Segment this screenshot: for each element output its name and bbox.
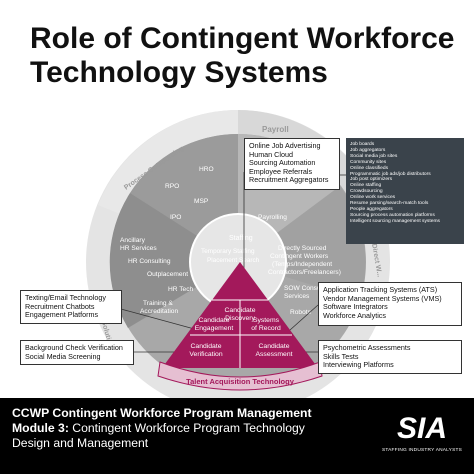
- label-staffing: Staffing: [229, 235, 253, 242]
- sourcing-tools-list: Job boards Job aggregators Social media …: [346, 138, 464, 244]
- label-rpo: RPO: [165, 183, 179, 190]
- label-ipo: IPO: [170, 214, 181, 221]
- tool-item: Crowdsourcing: [350, 189, 383, 195]
- banner-shape: [157, 361, 323, 391]
- label-hr-consulting: HR Consulting: [128, 258, 171, 265]
- module-number: Module 3:: [12, 421, 69, 435]
- callout-item: Online Job Advertising: [249, 141, 321, 150]
- tool-item: Intelligent sourcing management systems: [350, 218, 440, 224]
- course-info: CCWP Contingent Workforce Program Manage…: [12, 406, 372, 451]
- label-direct-4: Contractors/Freelancers): [268, 269, 341, 276]
- pyramid-top-2: Discovery: [225, 315, 255, 322]
- banner-text: Talent Acquisition Technology: [186, 377, 295, 386]
- label-robots: Robots: [290, 309, 312, 316]
- page-title: Role of Contingent Workforce Technology …: [30, 22, 455, 89]
- tool-item: Online staffing: [350, 183, 382, 189]
- pyramid-mid-right-1: Systems: [253, 317, 280, 324]
- callout-item: Background Check Verification: [25, 343, 123, 352]
- callout-item: Sourcing Automation: [249, 158, 316, 168]
- tool-item: Community sites: [350, 159, 387, 165]
- callout-systems-of-record: Application Tracking Systems (ATS) Vendo…: [318, 282, 462, 326]
- label-direct-3: (Temps/Independent: [272, 261, 332, 268]
- callout-item: Interviewing Platforms: [323, 360, 394, 370]
- ring-label-payroll: Payroll: [262, 125, 289, 134]
- label-outplacement: Outplacement: [147, 271, 188, 278]
- label-payrolling: Payrolling: [258, 214, 287, 221]
- pyramid-bottom-left-1: Candidate: [191, 343, 222, 350]
- logo-mark: SIA: [396, 412, 447, 445]
- tool-item: Programmatic job ads/job distributors: [350, 171, 431, 177]
- callout-item: Texting/Email Technology: [25, 293, 106, 302]
- pyramid-bottom-left-2: Verification: [189, 351, 222, 358]
- label-temp-1: Temporary Staffing: [201, 248, 255, 255]
- connector-right-upper: [289, 304, 319, 331]
- module-title: Module 3: Contingent Workforce Program T…: [12, 421, 372, 436]
- callout-item: Vendor Management Systems (VMS): [323, 293, 442, 303]
- course-title: CCWP Contingent Workforce Program Manage…: [12, 406, 312, 420]
- pyramid-bottom-right-2: Assessment: [255, 351, 292, 358]
- pyramid-bottom-right-1: Candidate: [259, 343, 290, 350]
- pyramid-mid-right-2: of Record: [251, 325, 281, 332]
- callout-item: Workforce Analytics: [323, 310, 386, 320]
- tool-item: Online classifieds: [350, 165, 389, 171]
- label-hr-tech: HR Tech: [168, 286, 193, 293]
- label-hro: HRO: [199, 166, 214, 173]
- module-name: Contingent Workforce Program Technology: [68, 421, 305, 435]
- tool-item: Job boards: [350, 142, 375, 147]
- callout-item: Skills Tests: [323, 351, 359, 361]
- label-ancillary-1: Ancillary: [120, 237, 146, 244]
- logo-tagline: STAFFING INDUSTRY ANALYSTS: [381, 448, 462, 453]
- callout-item: Application Tracking Systems (ATS): [323, 285, 438, 294]
- pyramid-mid-left-1: Candidate: [199, 317, 230, 324]
- callout-item: Recruitment Chatbots: [25, 301, 95, 311]
- tool-item: Sourcing process automation platforms: [350, 212, 435, 218]
- callout-item: Human Cloud: [249, 149, 293, 159]
- callout-item: Engagement Platforms: [25, 310, 99, 320]
- callout-item: Employee Referrals: [249, 166, 313, 176]
- label-sow-1: SOW Consulting: [284, 285, 333, 292]
- sia-logo: SIA STAFFING INDUSTRY ANALYSTS: [380, 412, 464, 462]
- tool-item: People aggregators: [350, 206, 393, 212]
- callout-sourcing: Online Job Advertising Human Cloud Sourc…: [244, 138, 340, 190]
- tool-item: Social media job sites: [350, 153, 398, 159]
- callout-verification: Background Check Verification Social Med…: [20, 340, 134, 365]
- tool-item: Online work services: [350, 195, 396, 201]
- label-training-1: Training &: [143, 300, 173, 307]
- tool-item: Job aggregators: [350, 147, 386, 153]
- label-ancillary-2: HR Services: [120, 245, 157, 252]
- callout-item: Social Media Screening: [25, 351, 101, 361]
- connector-left-upper: [120, 308, 199, 331]
- pyramid-mid-left-2: Engagement: [195, 325, 234, 332]
- label-temp-2: Placement Search: [207, 257, 260, 264]
- label-training-2: Accreditation: [140, 308, 178, 315]
- callout-item: Software Integrators: [323, 302, 388, 312]
- label-direct-2: Contingent Workers: [270, 253, 329, 260]
- label-msp: MSP: [194, 198, 209, 205]
- callout-assessment: Psychometric Assessments Skills Tests In…: [318, 340, 462, 374]
- pyramid-top-1: Candidate: [225, 307, 256, 314]
- tool-item: Resume parsing/search-match tools: [350, 201, 429, 207]
- callout-engagement: Texting/Email Technology Recruitment Cha…: [20, 290, 122, 324]
- label-direct-1: Directly Sourced: [278, 245, 327, 252]
- callout-item: Recruitment Aggregators: [249, 175, 329, 185]
- module-subtitle: Design and Management: [12, 436, 149, 450]
- tool-item: Job post optimizers: [350, 177, 393, 183]
- footer: CCWP Contingent Workforce Program Manage…: [0, 398, 474, 474]
- segment-ancillary: [109, 193, 238, 328]
- label-sow-2: Services: [284, 293, 310, 300]
- callout-item: Psychometric Assessments: [323, 343, 411, 352]
